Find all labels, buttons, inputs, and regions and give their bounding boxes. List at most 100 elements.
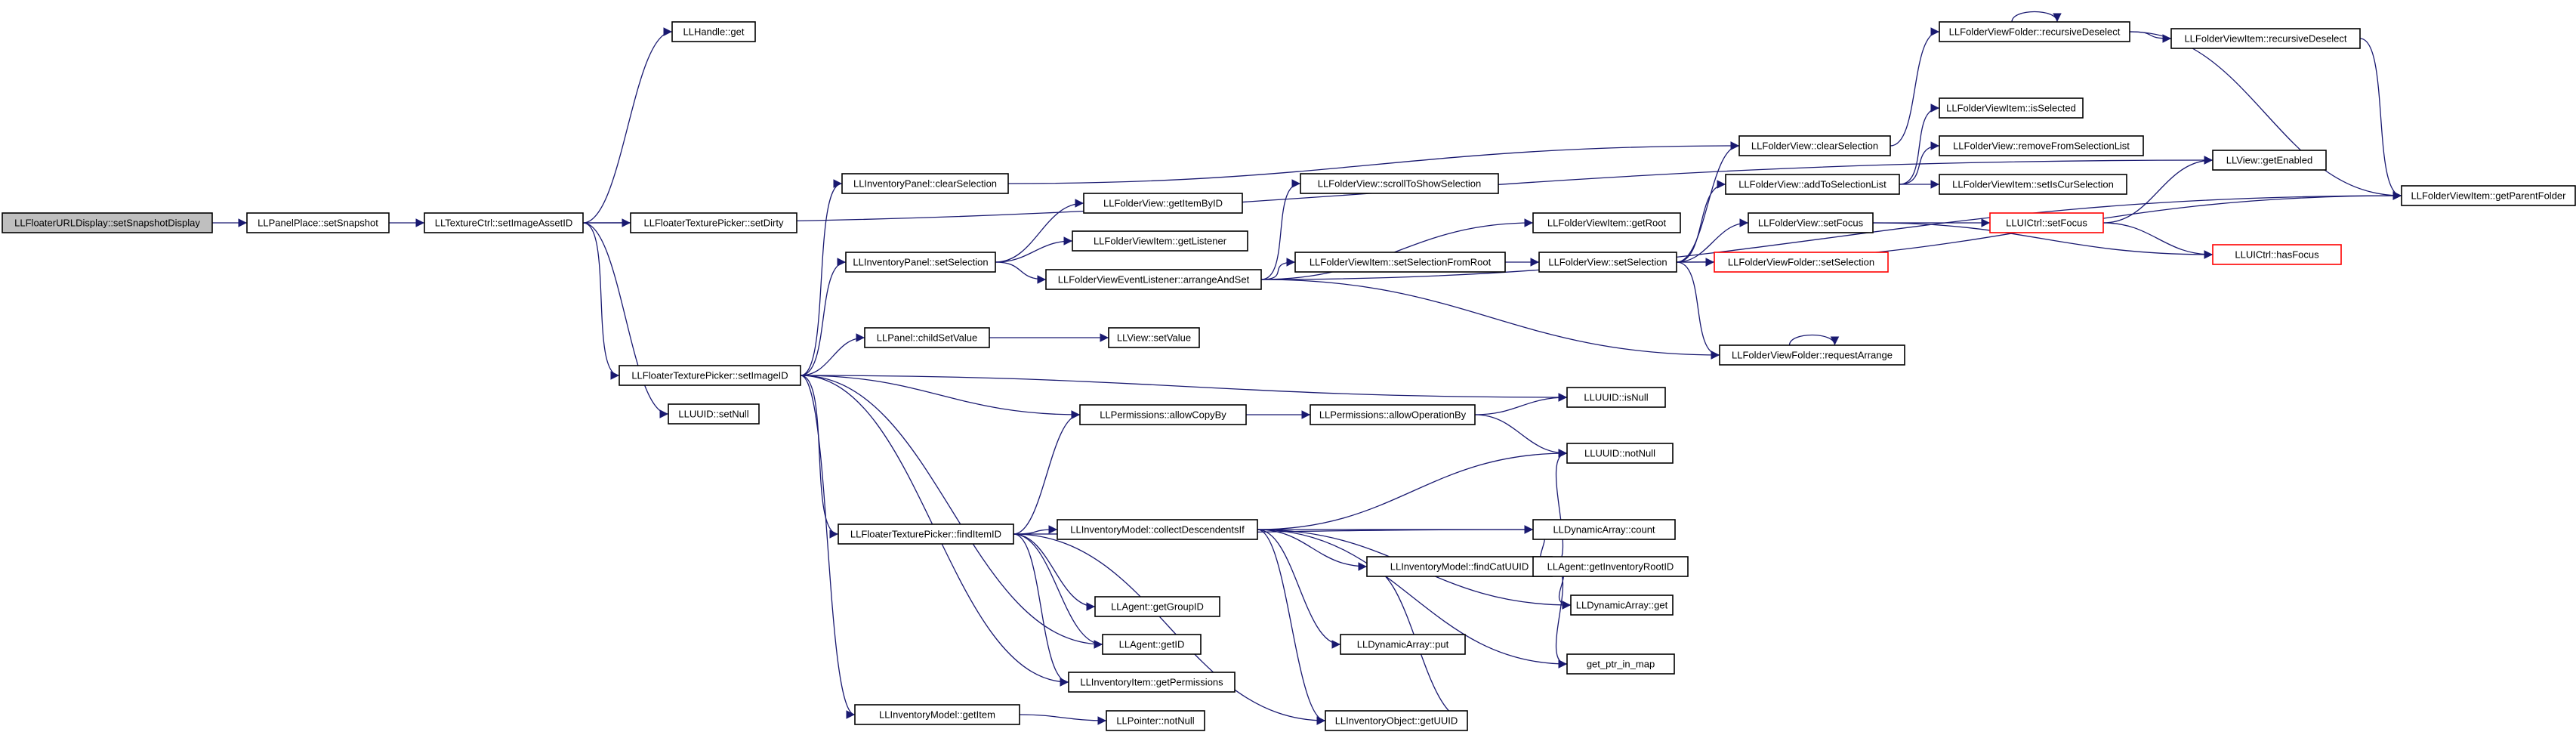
node-box[interactable] [838,523,1014,545]
node-box[interactable] [2212,244,2342,265]
node-box[interactable] [1108,327,1200,348]
graph-node-lldynamicarray-put[interactable]: LLDynamicArray::put [1340,634,1466,655]
graph-node-llfloatertexturepicker-setimageid[interactable]: LLFloaterTexturePicker::setImageID [619,365,801,386]
node-box[interactable] [841,173,1009,194]
graph-node-llagent-getinventoryrootid[interactable]: LLAgent::getInventoryRootID [1532,556,1689,577]
graph-node-lluuid-isnull[interactable]: LLUUID::isNull [1566,387,1666,408]
graph-node-llinventorypanel-clearselection[interactable]: LLInventoryPanel::clearSelection [841,173,1009,194]
node-box[interactable] [1566,653,1675,675]
node-box[interactable] [1939,21,2130,42]
graph-node-llfloatertexturepicker-setdirty[interactable]: LLFloaterTexturePicker::setDirty [630,212,797,233]
node-box[interactable] [845,252,996,273]
graph-node-llview-getenabled[interactable]: LLView::getEnabled [2212,150,2327,171]
graph-node-llfolderviewitem-setselectionfromroot[interactable]: LLFolderViewItem::setSelectionFromRoot [1294,252,1506,273]
graph-node-llfolderviewitem-setiscurselection[interactable]: LLFolderViewItem::setIsCurSelection [1939,174,2127,195]
graph-node-llinventorymodel-getitem[interactable]: LLInventoryModel::getItem [854,704,1020,725]
graph-node-llview-setvalue[interactable]: LLView::setValue [1108,327,1200,348]
node-box[interactable] [1939,97,2084,119]
graph-node-lltexturectrl-setimageassetid[interactable]: LLTextureCtrl::setImageAssetID [424,212,584,233]
graph-node-lldynamicarray-get[interactable]: LLDynamicArray::get [1570,594,1674,616]
graph-node-lluictrl-setfocus[interactable]: LLUICtrl::setFocus [1989,212,2104,233]
node-box[interactable] [1532,212,1681,233]
node-box[interactable] [1566,387,1666,408]
node-box[interactable] [1294,252,1506,273]
node-box[interactable] [630,212,797,233]
node-box[interactable] [2,212,213,233]
node-box[interactable] [424,212,584,233]
graph-node-llhandle-get[interactable]: LLHandle::get [671,21,756,42]
node-box[interactable] [1057,519,1258,540]
node-box[interactable] [1094,596,1220,617]
graph-node-lluictrl-hasfocus[interactable]: LLUICtrl::hasFocus [2212,244,2342,265]
graph-node-llinventorypanel-setselection[interactable]: LLInventoryPanel::setSelection [845,252,996,273]
node-box[interactable] [854,704,1020,725]
node-box[interactable] [1340,634,1466,655]
node-box[interactable] [1068,672,1236,693]
graph-node-llfolderview-scrolltoshowselection[interactable]: LLFolderView::scrollToShowSelection [1300,173,1499,194]
graph-node-lldynamicarray-count[interactable]: LLDynamicArray::count [1532,519,1676,540]
graph-node-llfolderview-addtoselectionlist[interactable]: LLFolderView::addToSelectionList [1725,174,1900,195]
node-box[interactable] [2401,185,2576,206]
node-box[interactable] [1366,556,1553,577]
graph-node-llfolderviewitem-getlistener[interactable]: LLFolderViewItem::getListener [1072,230,1248,252]
graph-node-lluuid-setnull[interactable]: LLUUID::setNull [668,403,760,425]
node-box[interactable] [1538,252,1677,273]
graph-node-llfolderviewfolder-setselection[interactable]: LLFolderViewFolder::setSelection [1714,252,1889,273]
graph-node-llfolderviewfolder-recursivedeselect[interactable]: LLFolderViewFolder::recursiveDeselect [1939,21,2130,42]
graph-node-llfolderview-getitembyid[interactable]: LLFolderView::getItemByID [1083,193,1243,214]
graph-node-llagent-getgroupid[interactable]: LLAgent::getGroupID [1094,596,1220,617]
node-box[interactable] [1714,252,1889,273]
node-box[interactable] [1939,135,2144,156]
graph-node-lluuid-notnull[interactable]: LLUUID::notNull [1566,443,1674,464]
node-box[interactable] [2170,28,2361,49]
node-box[interactable] [1738,135,1891,156]
graph-node-llinventorymodel-collectdescendentsif[interactable]: LLInventoryModel::collectDescendentsIf [1057,519,1258,540]
node-box[interactable] [1570,594,1674,616]
graph-node-llpanel-childsetvalue[interactable]: LLPanel::childSetValue [864,327,990,348]
graph-node-get-ptr-in-map[interactable]: get_ptr_in_map [1566,653,1675,675]
graph-node-llfolderviewfolder-requestarrange[interactable]: LLFolderViewFolder::requestArrange [1719,344,1905,366]
graph-node-llfloatertexturepicker-finditemid[interactable]: LLFloaterTexturePicker::findItemID [838,523,1014,545]
graph-node-llagent-getid[interactable]: LLAgent::getID [1102,634,1202,655]
graph-node-llfolderview-setfocus[interactable]: LLFolderView::setFocus [1748,212,1874,233]
graph-node-llinventorymodel-findcatuuid[interactable]: LLInventoryModel::findCatUUID [1366,556,1553,577]
node-box[interactable] [1079,404,1247,425]
node-box[interactable] [1310,404,1476,425]
node-box[interactable] [1106,710,1205,731]
graph-node-llinventoryobject-getuuid[interactable]: LLInventoryObject::getUUID [1325,710,1468,731]
graph-node-llfolderviewitem-recursivedeselect[interactable]: LLFolderViewItem::recursiveDeselect [2170,28,2361,49]
node-box[interactable] [1532,556,1689,577]
graph-node-llpointer-notnull[interactable]: LLPointer::notNull [1106,710,1205,731]
node-box[interactable] [1102,634,1202,655]
node-box[interactable] [1939,174,2127,195]
node-box[interactable] [246,212,390,233]
node-box[interactable] [1325,710,1468,731]
node-box[interactable] [2212,150,2327,171]
node-box[interactable] [1532,519,1676,540]
graph-node-llfolderview-setselection[interactable]: LLFolderView::setSelection [1538,252,1677,273]
graph-node-llfoldervieweventlistener-arrangeandset[interactable]: LLFolderViewEventListener::arrangeAndSet [1045,269,1262,290]
graph-node-llinventoryitem-getpermissions[interactable]: LLInventoryItem::getPermissions [1068,672,1236,693]
graph-node-llfloaterurldisplay-setsnapshotdisplay[interactable]: LLFloaterURLDisplay::setSnapshotDisplay [2,212,213,233]
node-box[interactable] [668,403,760,425]
node-box[interactable] [1072,230,1248,252]
node-box[interactable] [1566,443,1674,464]
node-box[interactable] [864,327,990,348]
graph-node-llpermissions-allowcopyby[interactable]: LLPermissions::allowCopyBy [1079,404,1247,425]
graph-node-llpanelplace-setsnapshot[interactable]: LLPanelPlace::setSnapshot [246,212,390,233]
node-box[interactable] [1300,173,1499,194]
graph-node-llfolderview-removefromselectionlist[interactable]: LLFolderView::removeFromSelectionList [1939,135,2144,156]
graph-node-llfolderviewitem-isselected[interactable]: LLFolderViewItem::isSelected [1939,97,2084,119]
graph-node-llfolderviewitem-getroot[interactable]: LLFolderViewItem::getRoot [1532,212,1681,233]
node-box[interactable] [671,21,756,42]
node-box[interactable] [1719,344,1905,366]
graph-node-llpermissions-allowoperationby[interactable]: LLPermissions::allowOperationBy [1310,404,1476,425]
node-box[interactable] [619,365,801,386]
graph-node-llfolderview-clearselection[interactable]: LLFolderView::clearSelection [1738,135,1891,156]
node-box[interactable] [1989,212,2104,233]
node-box[interactable] [1045,269,1262,290]
node-box[interactable] [1748,212,1874,233]
node-box[interactable] [1725,174,1900,195]
graph-node-llfolderviewitem-getparentfolder[interactable]: LLFolderViewItem::getParentFolder [2401,185,2576,206]
node-box[interactable] [1083,193,1243,214]
